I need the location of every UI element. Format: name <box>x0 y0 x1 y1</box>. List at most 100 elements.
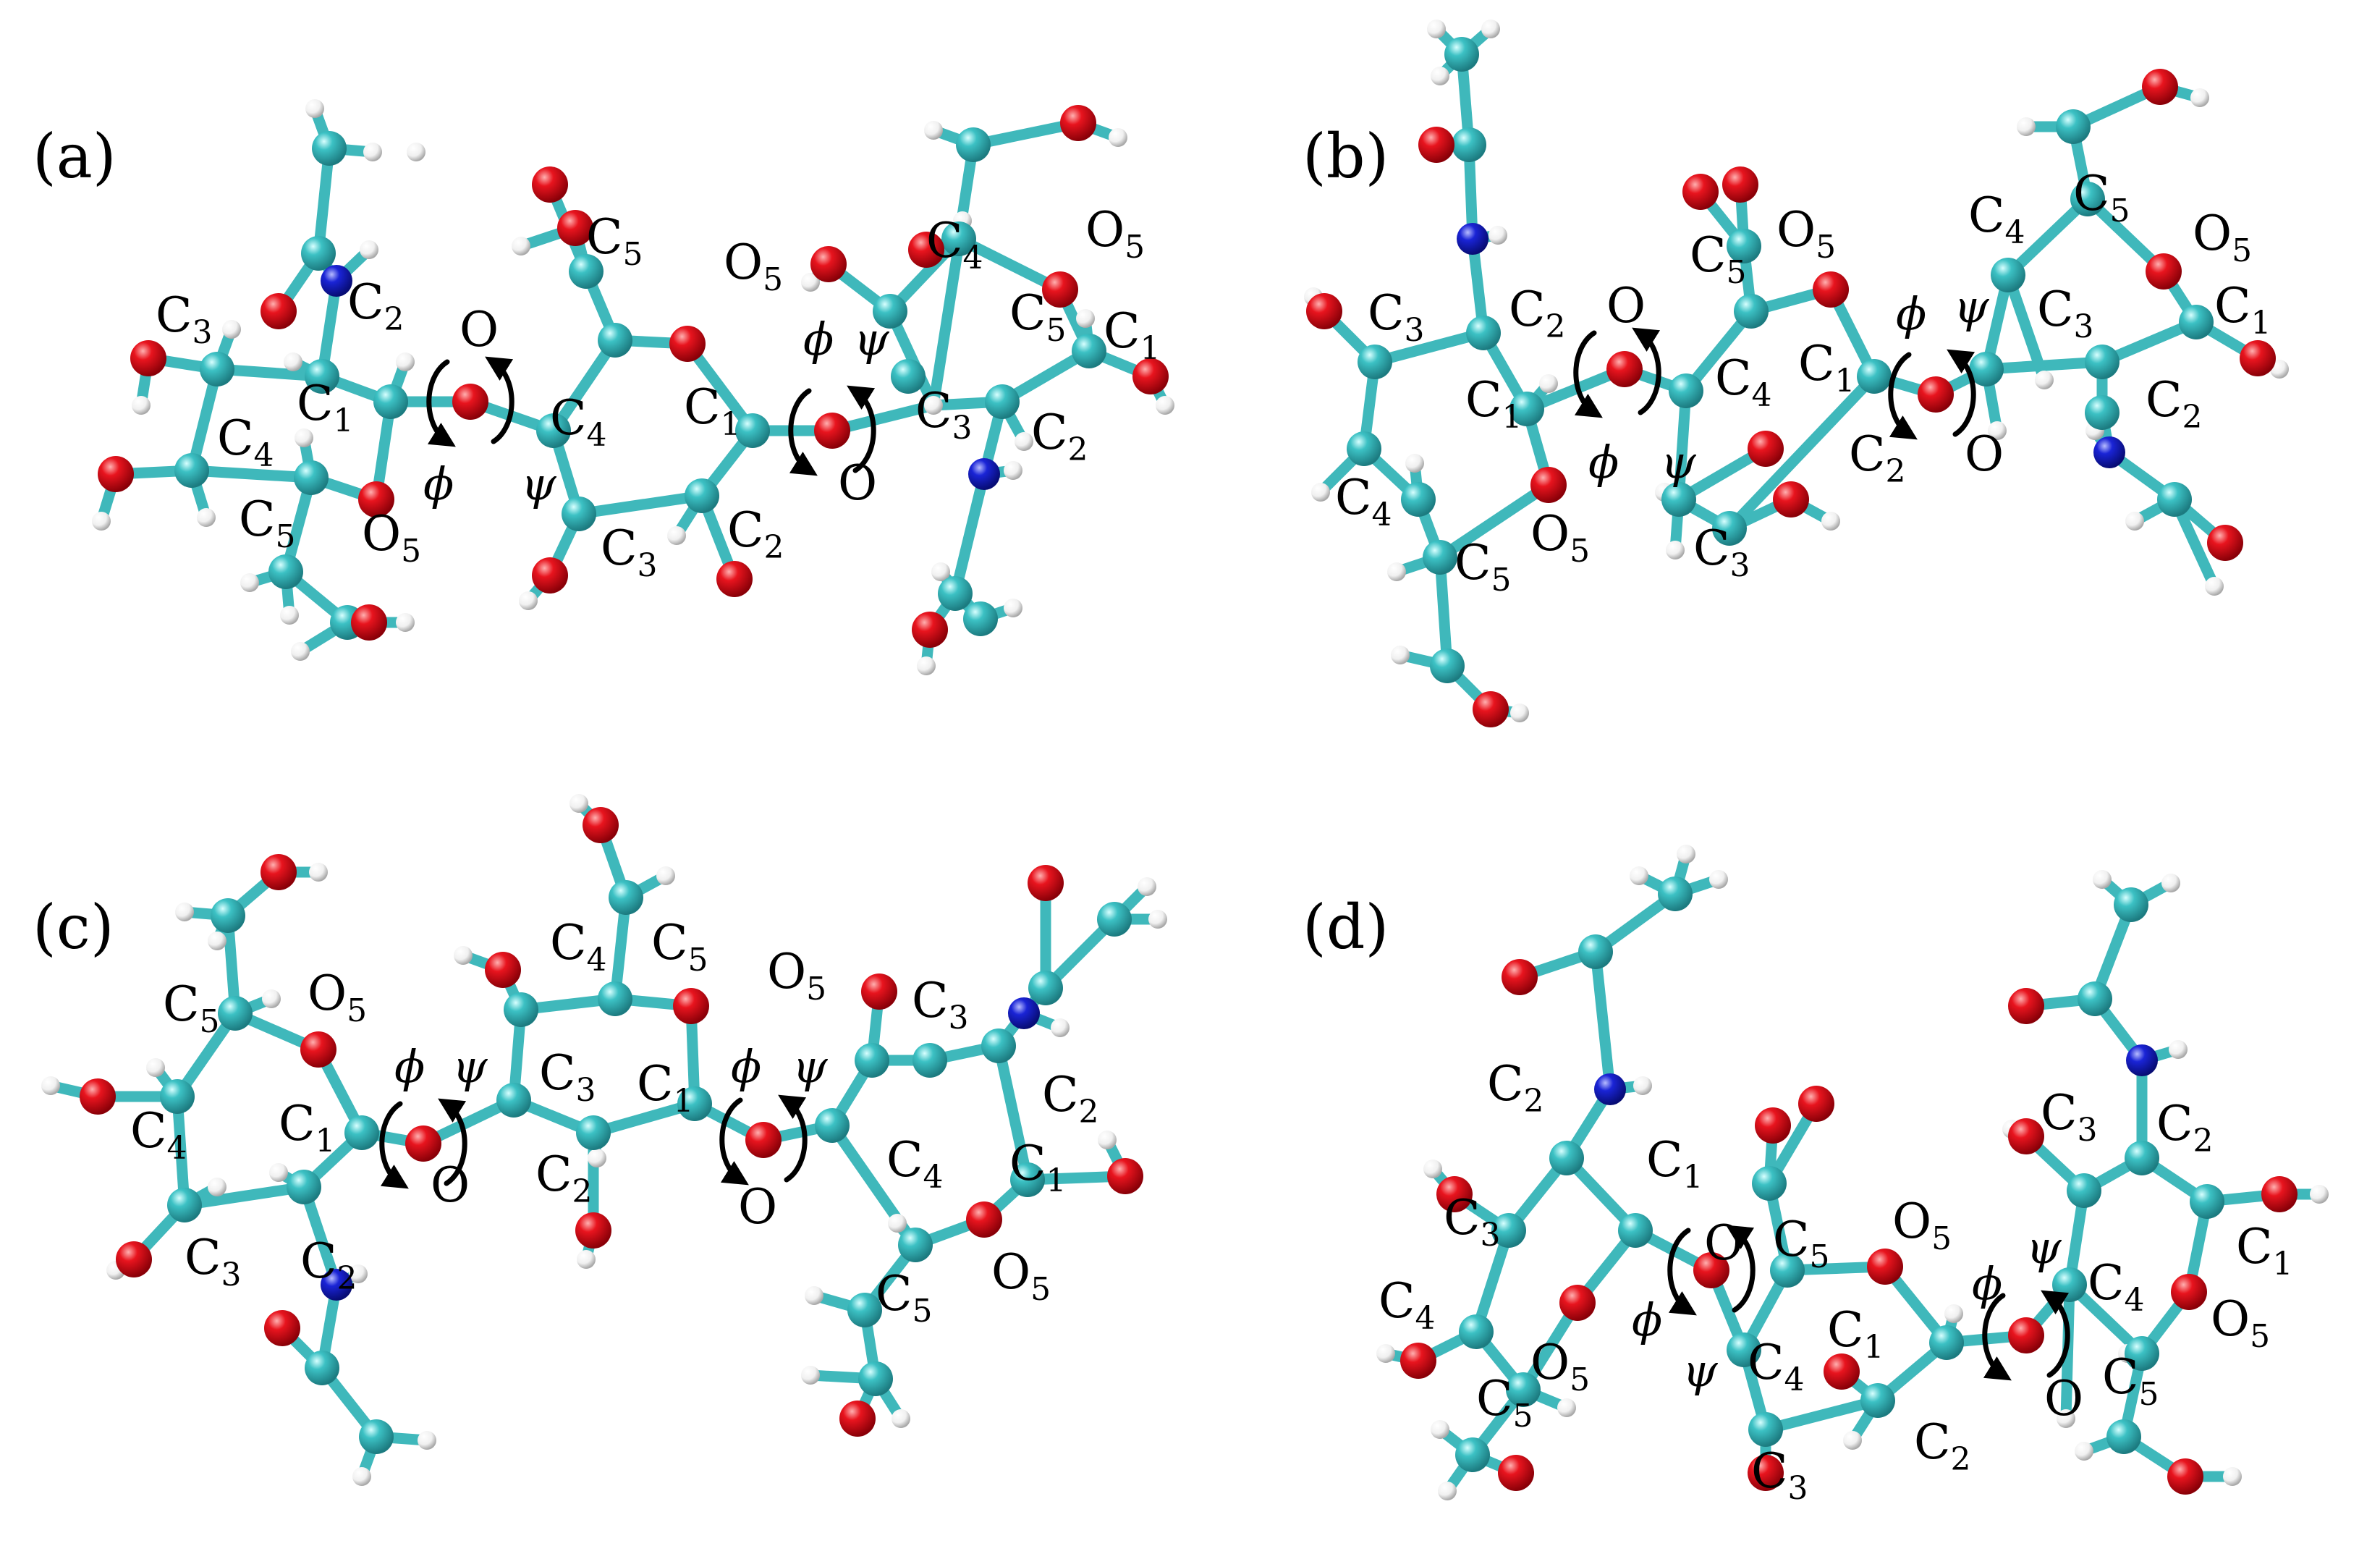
atom-label-b-c4: C4 <box>1968 187 2025 251</box>
oxygen-atom <box>1028 865 1064 901</box>
carbon-atom <box>536 413 571 448</box>
atom-label-a-c2: C2 <box>1031 405 1088 468</box>
oxygen-atom <box>1773 481 1809 518</box>
hydrogen-atom <box>2125 512 2144 531</box>
hydrogen-atom <box>41 1076 60 1095</box>
atom-label-a-c1: C1 <box>1104 303 1161 367</box>
oxygen-atom <box>2146 253 2182 290</box>
psi-torsion-label: ψ <box>452 1040 488 1093</box>
carbon-atom <box>609 880 643 915</box>
carbon-atom <box>2085 345 2119 379</box>
oxygen-atom <box>1418 127 1454 163</box>
atom-label-a-o: O <box>838 455 877 511</box>
carbon-atom <box>2078 981 2112 1016</box>
atom-label-d-c4: C4 <box>1379 1273 1436 1337</box>
carbon-atom <box>1658 877 1693 911</box>
carbon-atom <box>1578 934 1613 969</box>
atom-label-c-c1: C1 <box>637 1056 694 1120</box>
hydrogen-atom <box>2161 874 2180 892</box>
phi-torsion-label: ϕ <box>731 1040 761 1093</box>
hydrogen-atom <box>1004 461 1022 480</box>
hydrogen-atom <box>1076 309 1095 328</box>
atom-label-a-c5: C5 <box>239 491 296 555</box>
atom-label-a-c4: C4 <box>217 410 274 474</box>
hydrogen-atom <box>2223 1467 2242 1486</box>
nitrogen-atom <box>968 458 1000 490</box>
carbon-atom <box>1752 1166 1787 1201</box>
carbon-atom <box>2070 182 2105 216</box>
oxygen-atom <box>583 807 619 843</box>
carbon-atom <box>211 898 245 933</box>
molecule-panel-d <box>1376 845 2329 1500</box>
hydrogen-atom <box>2017 117 2036 136</box>
oxygen-atom <box>669 326 706 362</box>
rotation-arrow-icon <box>1667 1228 1697 1316</box>
carbon-atom <box>294 460 329 495</box>
hydrogen-atom <box>407 143 425 161</box>
oxygen-atom <box>575 1212 611 1249</box>
hydrogen-atom <box>1944 1304 1963 1323</box>
carbon-atom <box>1444 37 1479 72</box>
atom-label-a-c4: C4 <box>550 390 607 454</box>
hydrogen-atom <box>208 932 226 950</box>
oxygen-atom <box>264 1310 300 1346</box>
atom-label-b-c3: C3 <box>1693 520 1750 584</box>
hydrogen-atom <box>2075 1442 2093 1461</box>
atom-label-c-c3: C3 <box>539 1045 596 1109</box>
hydrogen-atom <box>1391 646 1410 664</box>
hydrogen-atom <box>360 240 378 259</box>
carbon-atom <box>985 384 1020 419</box>
atom-label-b-c1: C1 <box>1465 372 1523 436</box>
carbon-atom <box>1770 1253 1805 1288</box>
carbon-atom <box>1466 316 1501 350</box>
hydrogen-atom <box>92 512 111 531</box>
oxygen-atom <box>1824 1353 1860 1390</box>
panel-label-b: (b) <box>1303 121 1389 192</box>
oxygen-atom <box>1693 1252 1729 1288</box>
hydrogen-atom <box>1821 512 1840 531</box>
hydrogen-atom <box>349 1264 368 1283</box>
hydrogen-atom <box>1481 20 1500 38</box>
oxygen-atom <box>1867 1249 1903 1285</box>
carbon-atom <box>373 384 408 419</box>
hydrogen-atom <box>801 273 820 292</box>
oxygen-atom <box>80 1078 116 1115</box>
bond <box>548 334 621 436</box>
carbon-atom <box>981 1028 1016 1063</box>
carbon-atom <box>1991 258 2025 292</box>
hydrogen-atom <box>284 352 302 371</box>
hydrogen-atom <box>2057 1409 2075 1428</box>
atom-label-c-o: O <box>431 1157 470 1213</box>
bond <box>1673 385 1692 505</box>
atom-label-d-c1: C1 <box>1827 1302 1884 1366</box>
hydrogen-atom <box>917 656 936 675</box>
hydrogen-atom <box>1098 1131 1117 1149</box>
oxygen-atom <box>1813 271 1849 308</box>
carbon-atom <box>677 1086 712 1121</box>
carbon-atom <box>815 1108 850 1143</box>
bond <box>1590 946 1616 1095</box>
hydrogen-atom <box>2190 88 2209 107</box>
hydrogen-atom <box>1488 226 1507 245</box>
hydrogen-atom <box>569 794 588 813</box>
carbon-atom <box>1669 373 1703 408</box>
oxygen-atom <box>1559 1285 1596 1321</box>
carbon-atom <box>1452 127 1486 162</box>
oxygen-atom <box>300 1031 336 1068</box>
carbon-atom <box>1010 1162 1045 1197</box>
hydrogen-atom <box>2093 870 2112 889</box>
atom-label-d-c3: C3 <box>1751 1443 1808 1507</box>
carbon-atom <box>359 1419 394 1454</box>
carbon-atom <box>1347 431 1381 466</box>
hydrogen-atom <box>1423 1160 1442 1178</box>
atom-label-b-c3: C3 <box>2037 282 2094 345</box>
rotation-arrow-icon <box>1573 330 1603 418</box>
carbon-atom <box>562 497 596 531</box>
rotation-arrow-icon <box>379 1101 409 1189</box>
bond <box>186 465 317 483</box>
atom-label-d-o: O <box>1704 1215 1743 1271</box>
oxygen-atom <box>116 1241 152 1277</box>
oxygen-atom <box>814 413 850 449</box>
oxygen-atom <box>2207 525 2243 561</box>
carbon-atom <box>160 1079 195 1114</box>
